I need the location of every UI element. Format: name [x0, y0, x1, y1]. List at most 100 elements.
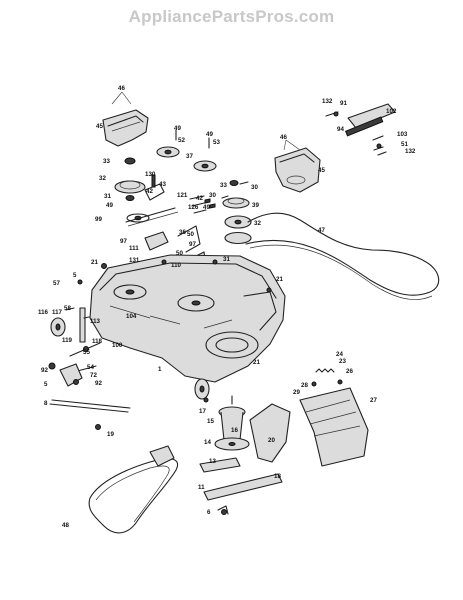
blade-spindle	[214, 395, 250, 451]
callout-6: 6	[207, 509, 211, 516]
callout-14: 14	[204, 439, 211, 446]
callout-42: 42	[146, 188, 153, 195]
callout-119: 119	[62, 337, 73, 344]
callout-43: 43	[159, 181, 166, 188]
callout-5: 5	[44, 381, 48, 388]
callout-1: 1	[158, 366, 162, 373]
callout-121: 121	[177, 192, 188, 199]
belt-cover-right	[274, 147, 321, 193]
gauge-wheel-linkage	[48, 307, 131, 430]
callout-47: 47	[318, 227, 325, 234]
callout-42: 42	[196, 195, 203, 202]
deflector-spring	[311, 368, 343, 387]
callout-58: 58	[64, 305, 71, 312]
callout-46: 46	[280, 134, 287, 141]
callout-29: 29	[293, 389, 300, 396]
watermark-text: AppliancePartsPros.com	[128, 7, 335, 26]
callout-33: 33	[220, 182, 227, 189]
callout-110: 110	[171, 262, 182, 269]
callout-32: 32	[99, 175, 106, 182]
callout-45: 45	[96, 123, 103, 130]
callout-labels: 46 45 49 52 49 53 37 33 32 130 43 42 31 …	[38, 85, 416, 529]
callout-15: 15	[207, 418, 214, 425]
callout-48: 48	[62, 522, 69, 529]
callout-131: 131	[129, 257, 140, 264]
callout-113: 113	[90, 318, 101, 325]
callout-19: 19	[107, 431, 114, 438]
callout-36: 36	[179, 229, 186, 236]
callout-21: 21	[91, 259, 98, 266]
drive-belt-long	[245, 212, 440, 300]
callout-45: 45	[318, 167, 325, 174]
callout-126: 126	[188, 204, 199, 211]
callout-32: 32	[254, 220, 261, 227]
callout-102: 102	[386, 108, 397, 115]
callout-54: 54	[87, 364, 94, 371]
callout-13: 13	[209, 458, 216, 465]
idler-arm	[125, 174, 179, 227]
callout-49: 49	[206, 131, 213, 138]
callout-37: 37	[186, 153, 193, 160]
callout-17: 17	[199, 408, 206, 415]
callout-31: 31	[223, 256, 230, 263]
belt-cover-left	[102, 109, 149, 147]
callout-21: 21	[253, 359, 260, 366]
callout-52: 52	[178, 137, 185, 144]
pulley-stack-right	[222, 180, 252, 245]
callout-97: 97	[189, 241, 196, 248]
callout-111: 111	[129, 245, 139, 252]
callout-97: 97	[120, 238, 127, 245]
callout-21: 21	[276, 276, 283, 283]
mower-deck-housing	[89, 254, 286, 383]
callout-20: 20	[268, 437, 275, 444]
callout-57: 57	[53, 280, 60, 287]
drive-belt-lower	[88, 445, 178, 534]
discharge-deflector	[249, 387, 369, 467]
callout-104: 104	[126, 313, 137, 320]
callout-8: 8	[44, 400, 48, 407]
callout-92: 92	[41, 367, 48, 374]
callout-130: 130	[145, 171, 156, 178]
mower-blade	[199, 457, 283, 515]
callout-39: 39	[252, 202, 259, 209]
callout-91: 91	[340, 100, 347, 107]
callout-31: 31	[104, 193, 111, 200]
callout-46: 46	[118, 85, 125, 92]
callout-94: 94	[337, 126, 344, 133]
front-wheel	[194, 378, 210, 400]
roller-bracket-assembly	[325, 103, 396, 156]
callout-51: 51	[401, 141, 408, 148]
callout-103: 103	[397, 131, 408, 138]
callout-117: 117	[52, 309, 63, 316]
callout-49: 49	[203, 204, 210, 211]
callout-50: 50	[176, 250, 183, 257]
idler-stack-left	[114, 157, 150, 223]
callout-11: 11	[198, 484, 205, 491]
callout-116: 116	[38, 309, 49, 316]
callout-72: 72	[90, 372, 97, 379]
callout-28: 28	[301, 382, 308, 389]
callout-99: 99	[95, 216, 102, 223]
callout-30: 30	[251, 184, 258, 191]
callout-5: 5	[73, 272, 77, 279]
callout-118: 118	[92, 338, 103, 345]
callout-132: 132	[405, 148, 416, 155]
callout-24: 24	[336, 351, 343, 358]
callout-33: 33	[103, 158, 110, 165]
callout-49: 49	[174, 125, 181, 132]
callout-92: 92	[95, 380, 102, 387]
callout-16: 16	[231, 427, 238, 434]
callout-49: 49	[106, 202, 113, 209]
hardware-fasteners	[65, 181, 272, 403]
callout-23: 23	[339, 358, 346, 365]
callout-18: 18	[274, 473, 281, 480]
callout-50: 50	[187, 231, 194, 238]
callout-132: 132	[322, 98, 333, 105]
callout-55: 55	[83, 349, 90, 356]
callout-30: 30	[209, 192, 216, 199]
tension-spring-bolts	[189, 195, 216, 214]
callout-100: 100	[112, 342, 123, 349]
callout-27: 27	[370, 397, 377, 404]
callout-26: 26	[346, 368, 353, 375]
